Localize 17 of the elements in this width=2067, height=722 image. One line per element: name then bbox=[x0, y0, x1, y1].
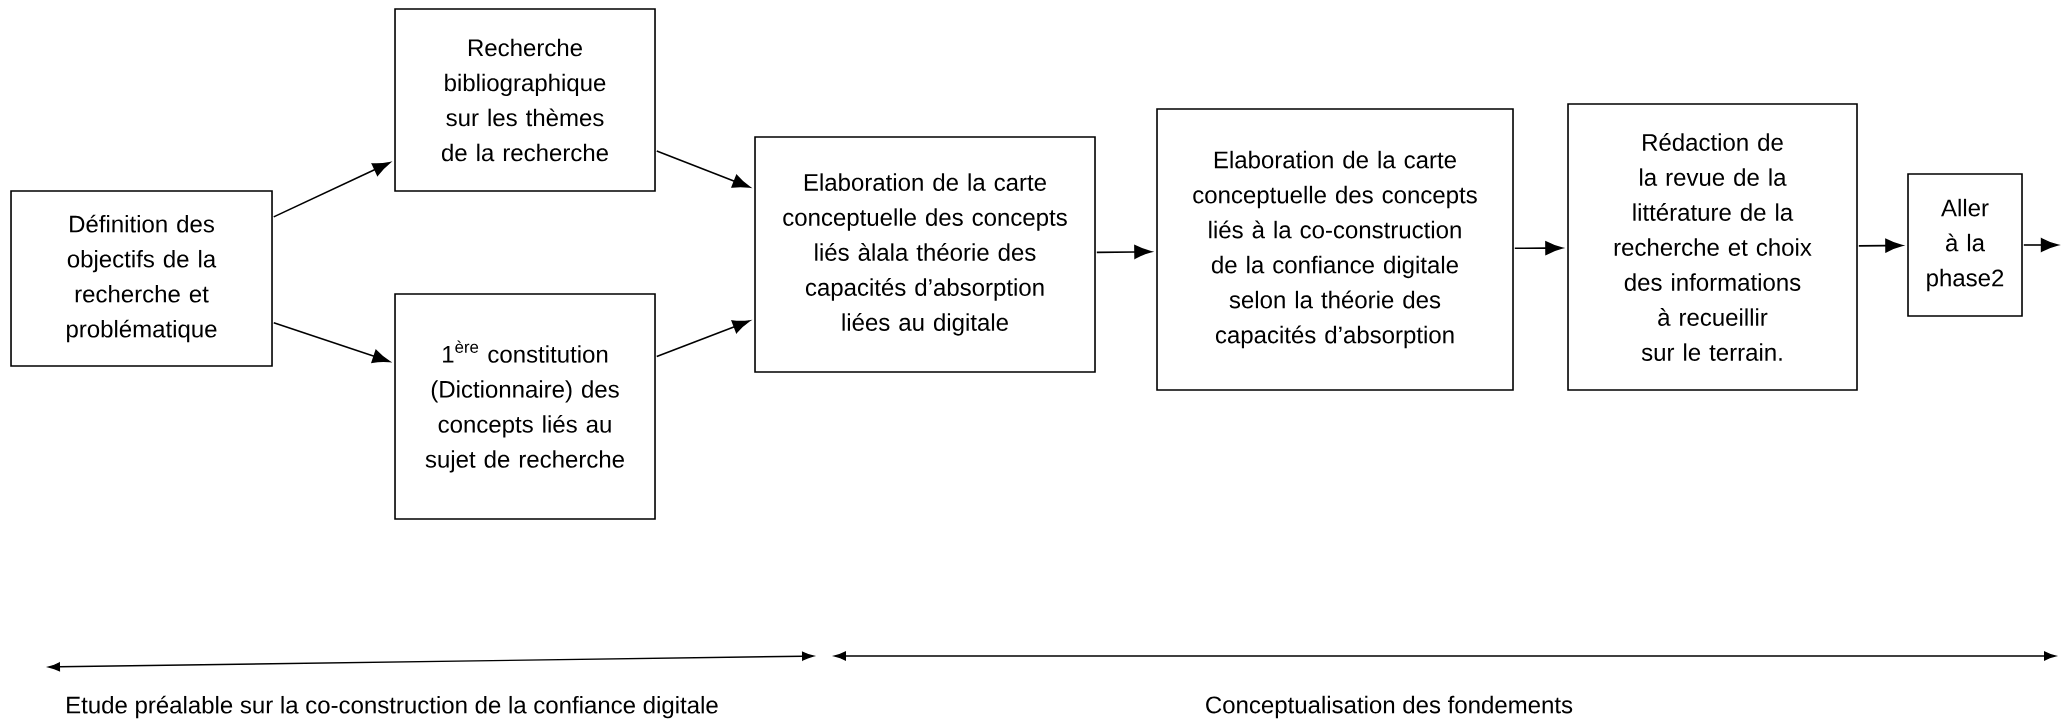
arrow bbox=[1858, 238, 1903, 253]
process-box: Aller à la phase2 bbox=[1907, 173, 2023, 317]
process-box: Recherche bibliographique sur les thèmes de la recherche bbox=[394, 8, 656, 192]
process-box: Elaboration de la carte conceptuelle des concepts liés àlala théorie des capacités d’absorption liées au digitale bbox=[754, 136, 1096, 373]
arrow bbox=[272, 162, 391, 218]
arrow bbox=[272, 321, 390, 363]
process-box: Elaboration de la carte conceptuelle des concepts liés à la co-construction de la confiance digitale selon la théorie des capacités d’absorption bbox=[1156, 108, 1514, 391]
phase-label: Etude préalable sur la co-construction de la confiance digitale bbox=[67, 695, 718, 719]
arrow bbox=[1096, 245, 1152, 259]
process-box: Rédaction de la revue de la littérature de la recherche et choix des informations à recueillir sur le terrain. bbox=[1567, 103, 1858, 391]
process-box: $\text{1}^{\text{ère}}$ constitution (Dictionnaire) des concepts liés au sujet de recherche bbox=[394, 293, 656, 520]
phase-label: Conceptualisation des fondements bbox=[1206, 695, 1573, 719]
arrow bbox=[655, 150, 751, 188]
arrow bbox=[655, 320, 751, 358]
arrow bbox=[2023, 238, 2059, 252]
arrow bbox=[1514, 241, 1563, 255]
process-box: Définition des objectifs de la recherche et problématique bbox=[10, 190, 273, 367]
